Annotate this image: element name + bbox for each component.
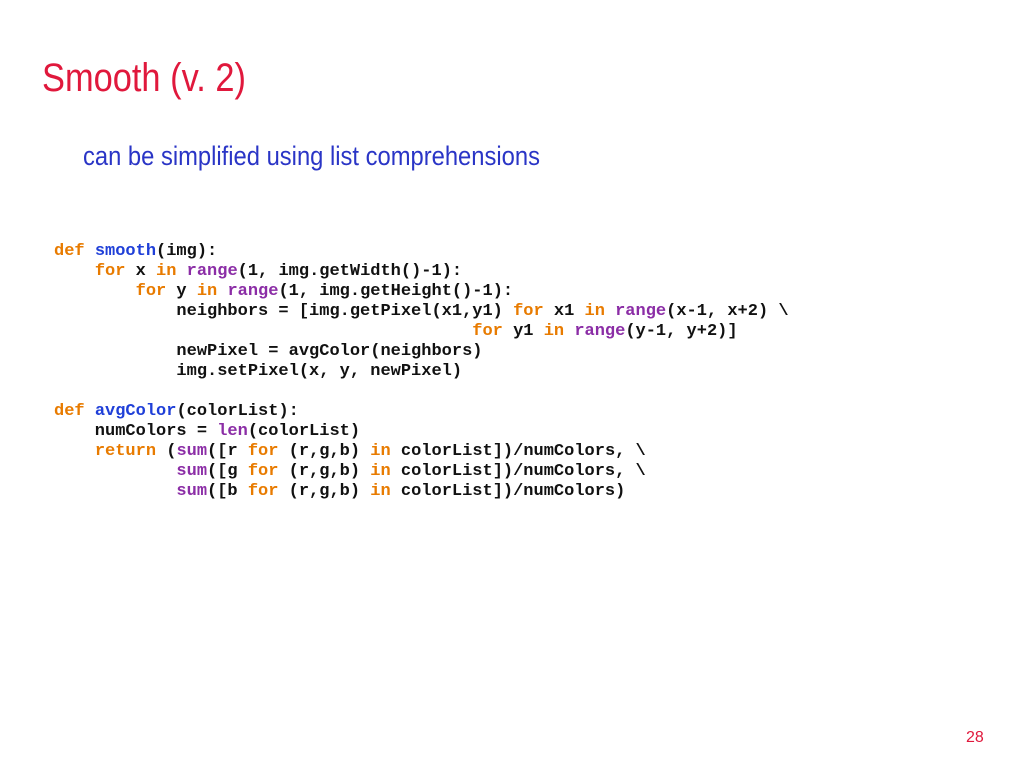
code-line: def avgColor(colorList): bbox=[54, 402, 789, 422]
code-builtin: sum bbox=[176, 442, 208, 461]
code-text: colorList])/numColors, \ bbox=[390, 462, 646, 481]
code-line: sum([g for (r,g,b) in colorList])/numCol… bbox=[54, 462, 789, 482]
code-keyword: in bbox=[196, 282, 218, 301]
code-builtin: sum bbox=[176, 462, 208, 481]
code-text bbox=[85, 242, 95, 261]
code-keyword: for bbox=[135, 282, 167, 301]
code-keyword: for bbox=[247, 442, 279, 461]
code-text bbox=[54, 462, 176, 481]
code-text: x bbox=[125, 262, 157, 281]
code-text bbox=[217, 282, 227, 301]
code-line: img.setPixel(x, y, newPixel) bbox=[54, 362, 789, 382]
code-text: colorList])/numColors, \ bbox=[390, 442, 646, 461]
code-text: ([r bbox=[207, 442, 248, 461]
slide-title: Smooth (v. 2) bbox=[42, 56, 246, 100]
code-builtin: range bbox=[574, 322, 626, 341]
code-text: y1 bbox=[502, 322, 544, 341]
code-text: newPixel = avgColor(neighbors) bbox=[54, 342, 483, 361]
code-text: img.setPixel(x, y, newPixel) bbox=[54, 362, 463, 381]
code-text bbox=[85, 402, 95, 421]
code-line bbox=[54, 382, 789, 402]
code-text: numColors = bbox=[54, 422, 218, 441]
code-text: (x-1, x+2) \ bbox=[666, 302, 789, 321]
code-text bbox=[176, 262, 186, 281]
code-text: (colorList) bbox=[247, 422, 361, 441]
code-text: (r,g,b) bbox=[278, 442, 371, 461]
code-text bbox=[54, 322, 472, 341]
code-text: (1, img.getWidth()-1): bbox=[237, 262, 463, 281]
code-text bbox=[54, 442, 95, 461]
code-line: sum([b for (r,g,b) in colorList])/numCol… bbox=[54, 482, 789, 502]
code-text: (1, img.getHeight()-1): bbox=[278, 282, 514, 301]
code-line: for y1 in range(y-1, y+2)] bbox=[54, 322, 789, 342]
page-number: 28 bbox=[966, 729, 984, 746]
code-block: def smooth(img): for x in range(1, img.g… bbox=[54, 242, 789, 502]
code-text: colorList])/numColors) bbox=[390, 482, 626, 501]
code-keyword: for bbox=[94, 262, 126, 281]
code-text: (colorList): bbox=[176, 402, 299, 421]
code-text: y bbox=[166, 282, 197, 301]
code-builtin: sum bbox=[176, 482, 208, 501]
code-text: (y-1, y+2)] bbox=[625, 322, 738, 341]
code-builtin: range bbox=[186, 262, 238, 281]
code-text: (img): bbox=[156, 242, 218, 261]
code-text: (r,g,b) bbox=[278, 462, 371, 481]
code-keyword: in bbox=[370, 442, 391, 461]
code-function-name: avgColor bbox=[94, 402, 177, 421]
code-text: (r,g,b) bbox=[278, 482, 371, 501]
code-text bbox=[564, 322, 574, 341]
code-keyword: def bbox=[54, 402, 85, 421]
code-text bbox=[54, 482, 176, 501]
code-line: neighbors = [img.getPixel(x1,y1) for x1 … bbox=[54, 302, 789, 322]
code-line: for y in range(1, img.getHeight()-1): bbox=[54, 282, 789, 302]
code-keyword: in bbox=[543, 322, 565, 341]
code-line: numColors = len(colorList) bbox=[54, 422, 789, 442]
code-keyword: in bbox=[370, 482, 391, 501]
code-text bbox=[54, 282, 136, 301]
code-keyword: in bbox=[584, 302, 605, 321]
code-keyword: in bbox=[370, 462, 391, 481]
code-line: return (sum([r for (r,g,b) in colorList]… bbox=[54, 442, 789, 462]
code-text: ( bbox=[156, 442, 177, 461]
code-keyword: in bbox=[156, 262, 177, 281]
code-function-name: smooth bbox=[94, 242, 157, 261]
code-keyword: return bbox=[94, 442, 157, 461]
code-builtin: range bbox=[615, 302, 667, 321]
code-keyword: for bbox=[247, 462, 279, 481]
code-builtin: range bbox=[227, 282, 279, 301]
code-text: neighbors = [img.getPixel(x1,y1) bbox=[54, 302, 514, 321]
code-keyword: def bbox=[54, 242, 85, 261]
code-text: x1 bbox=[543, 302, 585, 321]
slide-subtitle: can be simplified using list comprehensi… bbox=[83, 141, 540, 171]
code-text bbox=[54, 262, 95, 281]
code-builtin: len bbox=[217, 422, 248, 441]
code-text bbox=[605, 302, 615, 321]
code-text: ([g bbox=[207, 462, 248, 481]
code-line: newPixel = avgColor(neighbors) bbox=[54, 342, 789, 362]
code-keyword: for bbox=[513, 302, 544, 321]
code-keyword: for bbox=[247, 482, 279, 501]
code-line: for x in range(1, img.getWidth()-1): bbox=[54, 262, 789, 282]
code-keyword: for bbox=[472, 322, 503, 341]
code-text: ([b bbox=[207, 482, 248, 501]
code-line: def smooth(img): bbox=[54, 242, 789, 262]
